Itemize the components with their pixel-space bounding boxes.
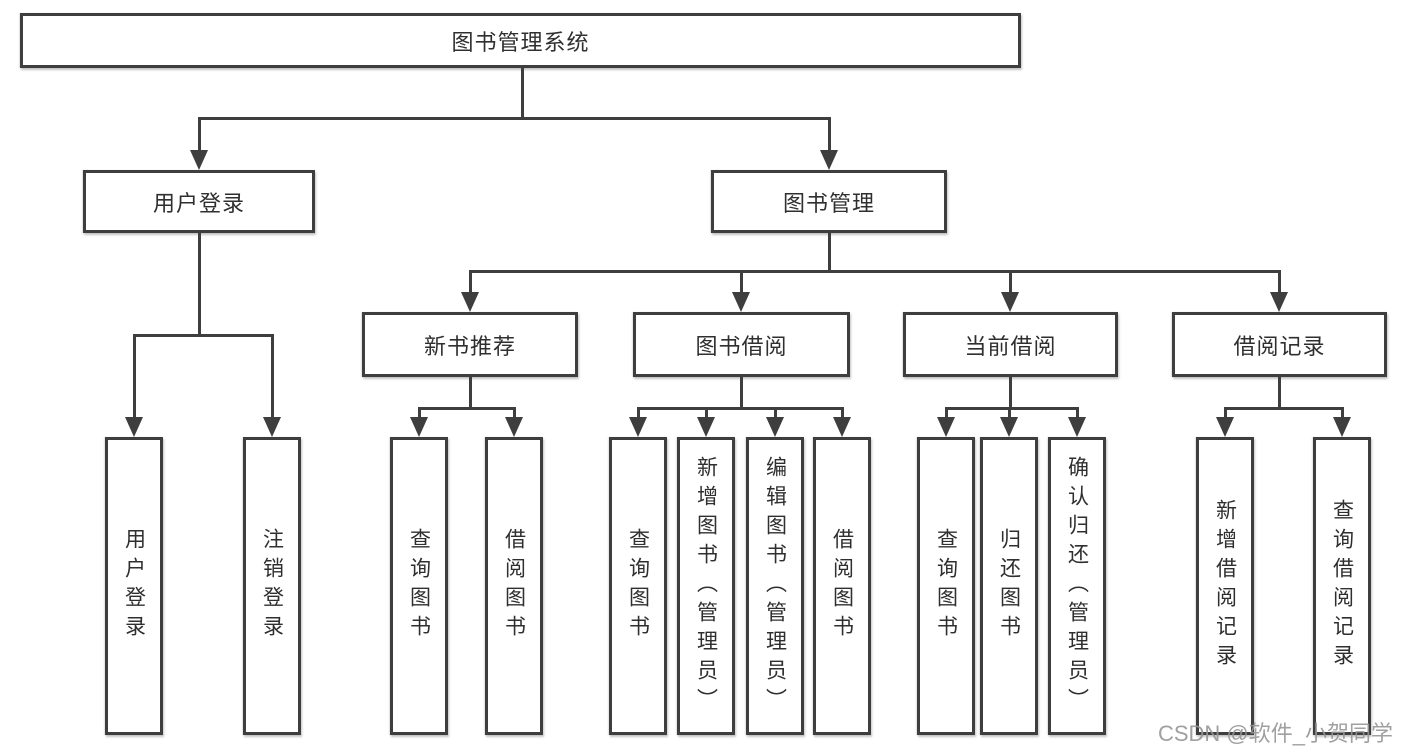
- connector-vline: [1008, 271, 1012, 294]
- arrow-down-icon: [1270, 292, 1288, 312]
- connector-vline: [1008, 377, 1012, 408]
- node-label: 新增图书（管理员）: [694, 455, 718, 717]
- node-label: 图书借阅: [695, 333, 788, 359]
- connector-vline: [840, 408, 844, 419]
- node-label: 查询借阅记录: [1330, 499, 1354, 673]
- connector-hline: [197, 116, 831, 120]
- connector-vline: [704, 408, 708, 419]
- node-label: 图书管理系统: [451, 29, 590, 55]
- arrow-down-icon: [125, 417, 143, 437]
- connector-vline: [468, 377, 472, 408]
- leaf-add-borrow-record: 新增借阅记录: [1196, 437, 1254, 735]
- leaf-user-login: 用户登录: [105, 437, 163, 735]
- node-label: 查询图书: [934, 528, 958, 644]
- leaf-add-books-admin: 新增图书（管理员）: [677, 437, 735, 735]
- arrow-down-icon: [1000, 417, 1018, 437]
- arrow-down-icon: [1216, 417, 1234, 437]
- leaf-logout-login: 注销登录: [243, 437, 301, 735]
- node-label: 注销登录: [260, 528, 284, 644]
- arrow-down-icon: [263, 417, 281, 437]
- arrow-down-icon: [1001, 292, 1019, 312]
- node-label: 用户登录: [152, 190, 245, 216]
- node-label: 编辑图书（管理员）: [763, 455, 787, 717]
- arrow-down-icon: [461, 292, 479, 312]
- connector-hline: [944, 406, 1079, 410]
- node-book-borrowing: 图书借阅: [633, 312, 850, 377]
- connector-vline: [636, 408, 640, 419]
- node-library-system: 图书管理系统: [20, 13, 1021, 68]
- leaf-query-borrow-record: 查询借阅记录: [1313, 437, 1371, 735]
- connector-vline: [512, 408, 516, 419]
- node-book-management: 图书管理: [711, 170, 947, 233]
- connector-vline: [197, 118, 201, 152]
- arrow-down-icon: [190, 150, 208, 170]
- node-label: 查询图书: [626, 528, 650, 644]
- connector-vline: [1075, 408, 1079, 419]
- leaf-return-books: 归还图书: [980, 437, 1038, 735]
- node-user-login: 用户登录: [83, 170, 315, 233]
- arrow-down-icon: [766, 417, 784, 437]
- arrow-down-icon: [732, 292, 750, 312]
- connector-vline: [520, 67, 524, 118]
- connector-vline: [773, 408, 777, 419]
- node-label: 新书推荐: [423, 333, 516, 359]
- node-label: 图书管理: [782, 190, 875, 216]
- connector-vline: [270, 335, 274, 419]
- leaf-confirm-return-admin: 确认归还（管理员）: [1048, 437, 1106, 735]
- connector-hline: [636, 406, 844, 410]
- node-label: 借阅图书: [502, 528, 526, 644]
- arrow-down-icon: [937, 417, 955, 437]
- arrow-down-icon: [1333, 417, 1351, 437]
- connector-vline: [468, 271, 472, 294]
- node-label: 借阅图书: [830, 528, 854, 644]
- connector-hline: [132, 333, 274, 337]
- arrow-down-icon: [1068, 417, 1086, 437]
- leaf-query-books-recommend: 查询图书: [390, 437, 448, 735]
- leaf-borrow-books: 借阅图书: [813, 437, 871, 735]
- arrow-down-icon: [505, 417, 523, 437]
- arrow-down-icon: [629, 417, 647, 437]
- arrow-down-icon: [833, 417, 851, 437]
- leaf-query-books-current: 查询图书: [917, 437, 975, 735]
- connector-vline: [132, 335, 136, 419]
- arrow-down-icon: [820, 150, 838, 170]
- node-label: 归还图书: [997, 528, 1021, 644]
- arrow-down-icon: [697, 417, 715, 437]
- node-label: 查询图书: [407, 528, 431, 644]
- connector-vline: [1007, 408, 1011, 419]
- node-label: 当前借阅: [964, 333, 1057, 359]
- node-borrowing-records: 借阅记录: [1172, 312, 1387, 377]
- connector-vline: [417, 408, 421, 419]
- connector-vline: [1277, 377, 1281, 408]
- connector-vline: [1223, 408, 1227, 419]
- arrow-down-icon: [410, 417, 428, 437]
- node-new-book-recommendation: 新书推荐: [362, 312, 578, 377]
- node-current-borrowing: 当前借阅: [903, 312, 1118, 377]
- leaf-edit-books-admin: 编辑图书（管理员）: [746, 437, 804, 735]
- leaf-borrow-books-recommend: 借阅图书: [485, 437, 543, 735]
- node-label: 用户登录: [122, 528, 146, 644]
- connector-vline: [197, 233, 201, 335]
- node-label: 确认归还（管理员）: [1065, 455, 1089, 717]
- connector-vline: [944, 408, 948, 419]
- connector-vline: [1340, 408, 1344, 419]
- node-label: 借阅记录: [1233, 333, 1326, 359]
- connector-vline: [739, 271, 743, 294]
- node-label: 新增借阅记录: [1213, 499, 1237, 673]
- connector-vline: [827, 118, 831, 152]
- connector-vline: [827, 233, 831, 271]
- watermark: CSDN @软件_小贺同学: [1157, 721, 1393, 746]
- connector-vline: [739, 377, 743, 408]
- connector-hline: [417, 406, 516, 410]
- connector-hline: [468, 269, 1281, 273]
- connector-hline: [1223, 406, 1344, 410]
- connector-vline: [1277, 271, 1281, 294]
- leaf-query-books-borrowing: 查询图书: [609, 437, 667, 735]
